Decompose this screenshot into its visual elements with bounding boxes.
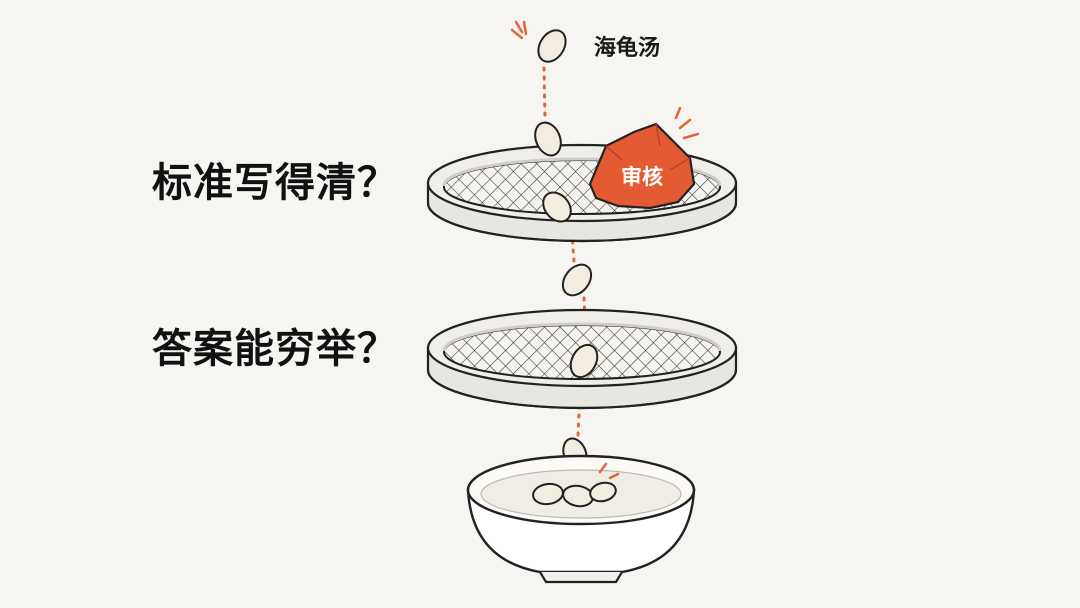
bean-icon <box>534 121 562 157</box>
bean-icon <box>569 343 599 379</box>
rock-icon <box>588 106 700 210</box>
bean-icon <box>561 263 593 297</box>
bean-icon <box>542 191 572 223</box>
bowl-icon <box>466 454 696 584</box>
rock-label: 审核 <box>621 165 663 189</box>
bean-label: 海龟汤 <box>594 36 661 61</box>
question-bottom: 答案能穷举？ <box>152 326 398 372</box>
question-top: 标准写得清？ <box>152 160 398 206</box>
bean-icon <box>510 20 567 63</box>
